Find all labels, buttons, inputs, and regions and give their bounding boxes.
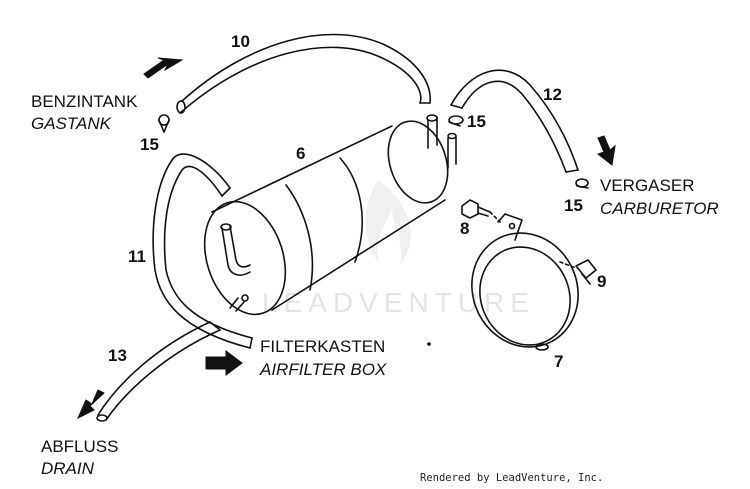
hose-clamp-right	[575, 178, 589, 189]
watermark-text: LEADVENTURE	[262, 287, 535, 318]
bolt-8	[461, 199, 501, 223]
label-carburetor-en: CARBURETOR	[600, 199, 719, 218]
hose-12	[450, 69, 579, 173]
label-gas-tank-en: GASTANK	[31, 114, 111, 133]
part-number-6: 6	[296, 144, 306, 163]
label-drain-de: ABFLUSS	[41, 437, 119, 456]
label-gas-tank-de: BENZINTANK	[31, 92, 138, 111]
hose-clamp-top	[448, 115, 464, 127]
mounting-strap-7	[471, 213, 579, 351]
part-number-10: 10	[231, 32, 250, 51]
credit-text: Rendered by LeadVenture, Inc.	[420, 472, 604, 484]
filter-canister-6	[203, 114, 457, 316]
label-carburetor-de: VERGASER	[600, 176, 695, 195]
part-number-15-right: 15	[564, 196, 583, 215]
arrow-to-drain-icon	[76, 389, 105, 420]
part-number-13: 13	[108, 346, 127, 365]
part-number-12: 12	[543, 85, 562, 104]
dot-marker	[427, 342, 431, 346]
hose-clamp-left	[158, 114, 170, 133]
hose-13	[96, 321, 221, 422]
label-airbox-de: FILTERKASTEN	[260, 337, 386, 356]
part-number-9: 9	[597, 272, 607, 291]
part-number-7: 7	[554, 352, 564, 371]
arrow-to-carburetor-icon	[596, 135, 616, 166]
label-drain-en: DRAIN	[41, 459, 94, 478]
hose-11	[152, 153, 253, 349]
arrow-to-gas-tank-icon	[143, 57, 184, 79]
part-number-15-top: 15	[467, 112, 486, 131]
label-airbox-en: AIRFILTER BOX	[260, 360, 387, 379]
part-number-15-left: 15	[140, 135, 159, 154]
hose-10	[176, 33, 431, 114]
part-number-11: 11	[128, 247, 146, 266]
arrow-to-airbox-icon	[205, 350, 243, 376]
clip-nut-9	[559, 259, 597, 285]
part-number-8: 8	[460, 219, 470, 238]
